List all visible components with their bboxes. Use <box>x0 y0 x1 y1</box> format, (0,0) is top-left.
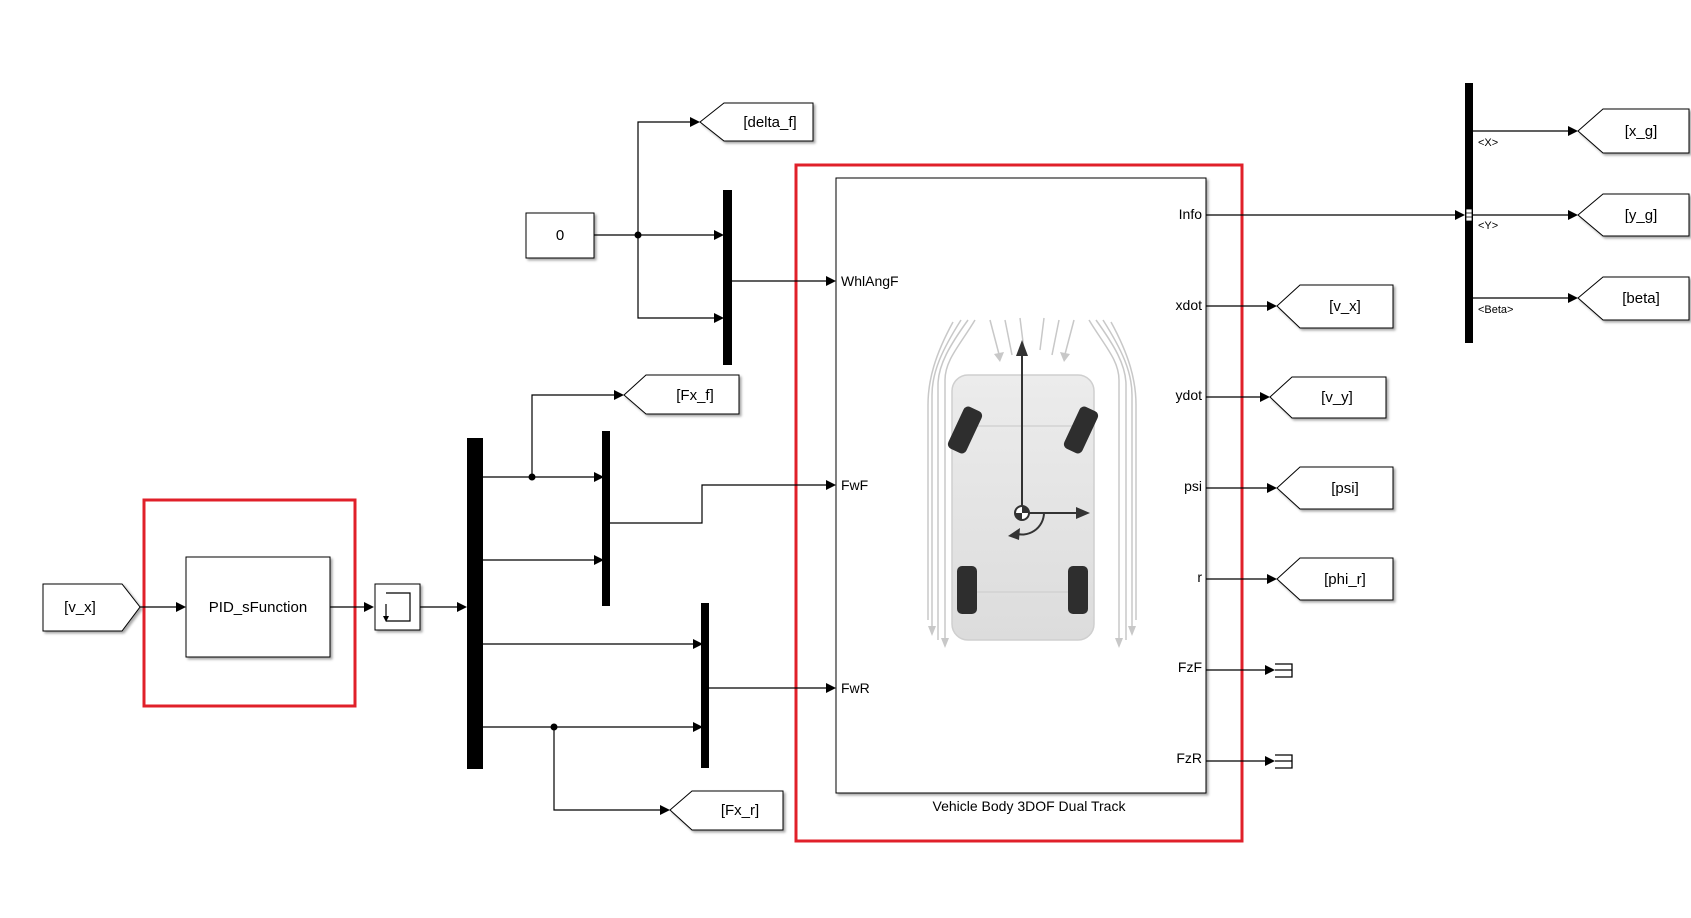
goto-tag: [v_x] <box>1329 298 1361 315</box>
highlight-pid-region <box>142 498 357 708</box>
goto-tag: [delta_f] <box>743 114 796 131</box>
arrow-icon <box>457 602 467 612</box>
goto-block-beta[interactable]: [beta] <box>1577 276 1690 321</box>
goto-tag: [x_g] <box>1625 123 1658 140</box>
goto-block-phi_r[interactable]: [phi_r] <box>1276 557 1394 601</box>
goto-tag: [v_y] <box>1321 389 1353 406</box>
terminator-fzf[interactable] <box>1275 663 1293 678</box>
from-block-tag: [v_x] <box>64 599 96 616</box>
constant-block[interactable]: 0 <box>525 212 595 259</box>
port-label-psi: psi <box>1184 478 1202 494</box>
goto-tag: [y_g] <box>1625 207 1658 224</box>
goto-block-fx_r[interactable]: [Fx_r] <box>669 790 784 831</box>
signal-line[interactable] <box>531 394 614 477</box>
highlight-vehicle-region <box>794 163 1244 843</box>
pid-block-label: PID_sFunction <box>209 599 307 616</box>
signal-line[interactable] <box>637 235 714 319</box>
signal-line[interactable] <box>637 121 690 235</box>
arrow-icon <box>364 602 374 612</box>
goto-block-v_y[interactable]: [v_y] <box>1269 376 1387 419</box>
port-label-fwr: FwR <box>841 680 870 696</box>
vehicle-block-caption: Vehicle Body 3DOF Dual Track <box>933 798 1127 814</box>
port-label-fzf: FzF <box>1178 659 1202 675</box>
port-label-ydot: ydot <box>1176 387 1203 403</box>
goto-tag: [Fx_r] <box>721 802 759 819</box>
goto-block-v_x[interactable]: [v_x] <box>1276 284 1394 329</box>
port-label-fwf: FwF <box>841 477 868 493</box>
port-label-fzr: FzR <box>1176 750 1202 766</box>
goto-tag: [psi] <box>1331 480 1359 497</box>
vehicle-top-view-icon <box>927 317 1137 648</box>
memory-block[interactable] <box>374 583 421 631</box>
bus-signal-label-y: <Y> <box>1478 220 1498 232</box>
port-label-info: Info <box>1179 206 1203 222</box>
bus-signal-label-x: <X> <box>1478 137 1498 149</box>
vehicle-body-block[interactable]: WhlAngF FwF FwR Info xdot ydot psi r FzF… <box>835 177 1207 794</box>
mux-front-bar[interactable] <box>602 431 610 606</box>
arrow-icon <box>176 602 186 612</box>
terminator-fzr[interactable] <box>1275 754 1293 769</box>
constant-value: 0 <box>556 227 564 244</box>
goto-block-x_g[interactable]: [x_g] <box>1577 108 1690 154</box>
goto-tag: [phi_r] <box>1324 571 1366 588</box>
goto-tag: [beta] <box>1622 290 1660 307</box>
mux-rear-bar[interactable] <box>701 603 709 768</box>
signal-line[interactable] <box>610 484 826 524</box>
mux-steer-bar[interactable] <box>723 190 732 365</box>
bus-signal-label-beta: <Beta> <box>1478 304 1513 316</box>
from-block-v_x[interactable]: [v_x] <box>42 583 141 632</box>
goto-block-y_g[interactable]: [y_g] <box>1577 193 1690 237</box>
goto-block-fx_f[interactable]: [Fx_f] <box>623 374 740 415</box>
goto-block-delta_f[interactable]: [delta_f] <box>699 102 814 142</box>
port-label-xdot: xdot <box>1176 297 1203 313</box>
goto-block-psi[interactable]: [psi] <box>1276 466 1394 510</box>
port-label-whlangf: WhlAngF <box>841 273 899 289</box>
goto-tag: [Fx_f] <box>676 387 714 404</box>
memory-icon <box>386 592 411 622</box>
demux-bar[interactable] <box>467 438 483 769</box>
signal-line[interactable] <box>553 727 660 811</box>
port-label-r: r <box>1197 569 1202 585</box>
pid-sfunction-block[interactable]: PID_sFunction <box>185 556 331 658</box>
